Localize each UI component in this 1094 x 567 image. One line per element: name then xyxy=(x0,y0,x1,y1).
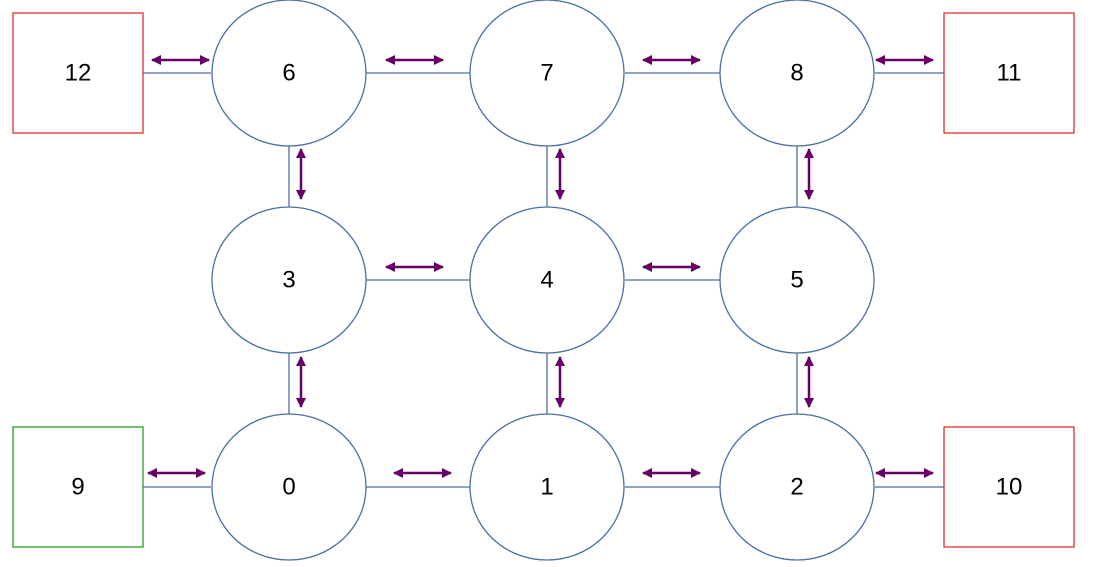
node-4-circle xyxy=(469,206,625,354)
node-12-label: 12 xyxy=(65,60,92,87)
node-11-box xyxy=(943,12,1075,134)
node-10-label: 10 xyxy=(996,474,1023,501)
node-11-label: 11 xyxy=(997,60,1022,87)
node-6-label: 6 xyxy=(282,60,295,87)
node-0-label: 0 xyxy=(282,474,295,501)
node-8-label: 8 xyxy=(790,60,803,87)
circle-nodes xyxy=(211,0,875,561)
node-7-circle xyxy=(469,0,625,147)
edge-lines xyxy=(143,72,944,488)
node-1-circle xyxy=(469,413,625,561)
node-10-box xyxy=(943,426,1075,548)
node-3-circle xyxy=(211,206,367,354)
node-9-box xyxy=(12,426,144,548)
node-2-circle xyxy=(719,413,875,561)
node-5-circle xyxy=(719,206,875,354)
node-8-circle xyxy=(719,0,875,147)
node-0-circle xyxy=(211,413,367,561)
node-1-label: 1 xyxy=(540,474,553,501)
node-9-label: 9 xyxy=(71,474,84,501)
node-labels: 0 1 2 3 4 5 6 7 8 9 10 11 12 xyxy=(65,60,1023,501)
node-2-label: 2 xyxy=(790,474,803,501)
node-12-box xyxy=(12,12,144,134)
box-nodes xyxy=(12,12,1075,548)
bidirectional-arrows xyxy=(147,55,934,478)
node-6-circle xyxy=(211,0,367,147)
node-4-label: 4 xyxy=(540,267,553,294)
node-3-label: 3 xyxy=(282,267,295,294)
node-7-label: 7 xyxy=(540,60,553,87)
node-5-label: 5 xyxy=(790,267,803,294)
